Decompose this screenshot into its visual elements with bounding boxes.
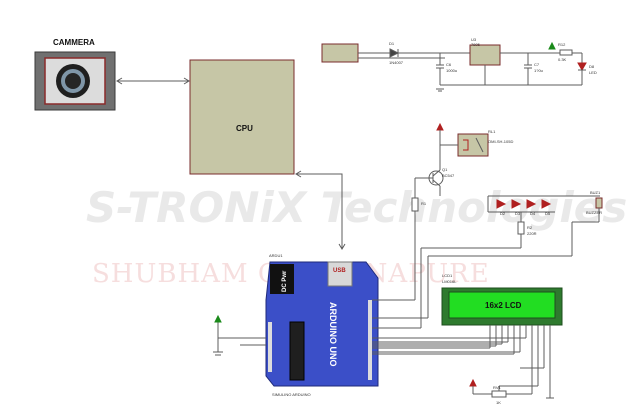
lcd-screen [448,291,556,319]
atmega-chip [289,321,305,381]
d8-value: LED [589,70,597,75]
driver-section [411,122,603,328]
rl1-ref: RL1 [488,129,496,134]
c7-ref: C7 [534,62,540,67]
r12-value: 0.3K [558,57,567,62]
resistor-r2-icon [517,221,525,235]
camera-lens-core-icon [65,73,81,89]
buz1-ref: BUZ1 [590,190,601,195]
usb-label: USB [333,268,346,274]
u3-value: 7805 [471,42,481,47]
resistor-r1-icon [411,197,419,212]
cpu-box [189,59,295,175]
regulator-u3 [469,44,501,66]
u3-ref: U3 [471,37,477,42]
arduino-ref: ARDU1 [269,253,283,258]
usb-connector [327,261,353,287]
r1-ref: R1 [421,201,427,206]
lcd-model: LM016L [442,279,457,284]
q1-value: BC547 [442,173,455,178]
led-d4-icon [526,199,537,209]
relay-rl1 [457,133,489,157]
d4-ref: D4 [530,211,536,216]
led-d3-icon [511,199,522,209]
lcd-text: 16x2 LCD [485,301,522,310]
camera-label: CAMMERA [53,38,95,47]
rv1-ref: RV1 [493,385,501,390]
vcc-arrow-icon [548,41,556,50]
dc-power-label: DC Pwr [282,270,288,292]
cpu-arduino-link [295,170,346,250]
lcd-module: LCD1 LM016L 16x2 LCD [441,273,563,390]
c6-ref: C6 [446,62,452,67]
led-d8-icon [577,62,587,72]
d3-ref: D3 [515,211,521,216]
pot-body-icon [491,390,507,398]
watermark-company: S-TRONiX Technologies [86,183,627,232]
d1-value: 1N4007 [389,60,404,65]
dc-source [321,43,359,63]
led-d2-icon [496,199,507,209]
buzzer-icon [595,197,603,209]
q1-ref: Q1 [442,167,448,172]
led-d5-icon [541,199,552,209]
c6-value: 1000u [446,68,457,73]
r2-value: 220R [527,231,537,236]
pot-supply-arrow-icon [469,378,477,387]
d1-ref: D1 [389,41,395,46]
d5-ref: D5 [545,211,551,216]
diode-d1-icon [389,48,400,58]
buz1-value: BUZZER [586,210,602,215]
arduino-pin-headers [268,300,372,380]
d2-ref: D2 [500,211,506,216]
cpu-block: CPU [189,59,295,175]
camera-block: CAMMERA [34,38,116,111]
d8-ref: D8 [589,64,595,69]
lcd-ref: LCD1 [442,273,453,278]
r12-ref: R12 [558,42,566,47]
potentiometer-rv1 [469,360,554,399]
arduino-board: ARDU1 DC Pwr USB ARDUINO UNO SIMULINO AR… [265,253,379,397]
rv1-value: 1K [496,400,501,405]
arduino-board-label: ARDUINO UNO [328,302,338,367]
relay-supply-arrow-icon [436,122,444,131]
r2-ref: R2 [527,225,533,230]
cpu-label: CPU [236,124,253,133]
power-supply [321,41,587,92]
c7-value: 1?0u [534,68,543,73]
resistor-r12-icon [559,49,573,56]
dc-power-jack [270,264,294,294]
arduino-wiring [213,299,544,369]
arduino-footer: SIMULINO ARDUINO [272,392,311,397]
lcd-pins [489,325,551,390]
rl1-value: OMI-SH-105D [488,139,513,144]
camera-cpu-link [116,77,190,85]
